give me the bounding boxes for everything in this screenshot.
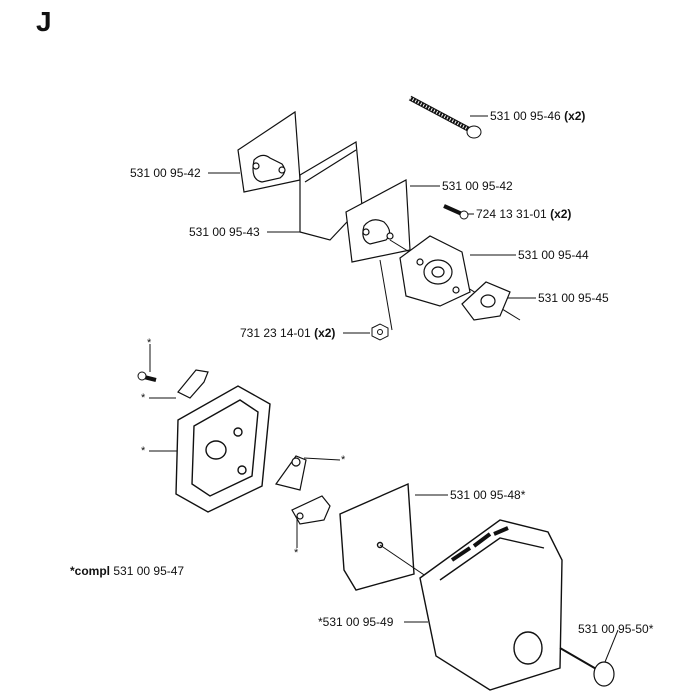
- compl-prefix: *compl: [70, 564, 111, 578]
- choke-screw-icon: [137, 371, 157, 382]
- part-label-531-00-95-42-left: 531 00 95-42: [130, 166, 201, 180]
- intake-adapter-icon: [399, 235, 471, 307]
- filter-holder-icon: [175, 385, 271, 513]
- part-label-724-13-31-01: 724 13 31-01 (x2): [476, 207, 572, 221]
- nut-icon: [371, 323, 389, 341]
- air-filter-icon: [339, 482, 415, 591]
- choke-plate-icon: [274, 455, 307, 491]
- flange-gasket-icon: [461, 281, 511, 321]
- asterisk-marker: *: [141, 445, 146, 457]
- part-label-531-00-95-50: 531 00 95-50*: [578, 622, 654, 636]
- part-label-531-00-95-45: 531 00 95-45: [538, 291, 609, 305]
- asterisk-marker: *: [341, 454, 346, 466]
- filter-cover-icon: [419, 519, 563, 691]
- part-label-531-00-95-43: 531 00 95-43: [189, 225, 260, 239]
- long-screw-icon: [408, 95, 482, 139]
- section-letter: J: [36, 6, 52, 37]
- part-label-531-00-95-48: 531 00 95-48*: [450, 488, 526, 502]
- gasket-icon: [237, 110, 301, 193]
- asterisk-marker: *: [141, 392, 146, 404]
- bracket-icon: [291, 495, 331, 525]
- part-label-531-00-95-42-right: 531 00 95-42: [442, 179, 513, 193]
- gasket-icon: [345, 179, 411, 263]
- part-label-731-23-14-01: 731 23 14-01 (x2): [240, 326, 336, 340]
- choke-lever-icon: [177, 369, 209, 399]
- part-label-531-00-95-46: 531 00 95-46 (x2): [490, 109, 586, 123]
- asterisk-marker: *: [294, 547, 299, 559]
- part-label-531-00-95-49: *531 00 95-49: [318, 615, 394, 629]
- compl-note: *compl 531 00 95-47: [70, 564, 184, 578]
- compl-number: 531 00 95-47: [113, 564, 185, 578]
- screw-icon: [443, 204, 469, 220]
- asterisk-marker: *: [147, 337, 152, 349]
- knob-screw-icon: [559, 647, 615, 687]
- part-label-531-00-95-44: 531 00 95-44: [518, 248, 589, 262]
